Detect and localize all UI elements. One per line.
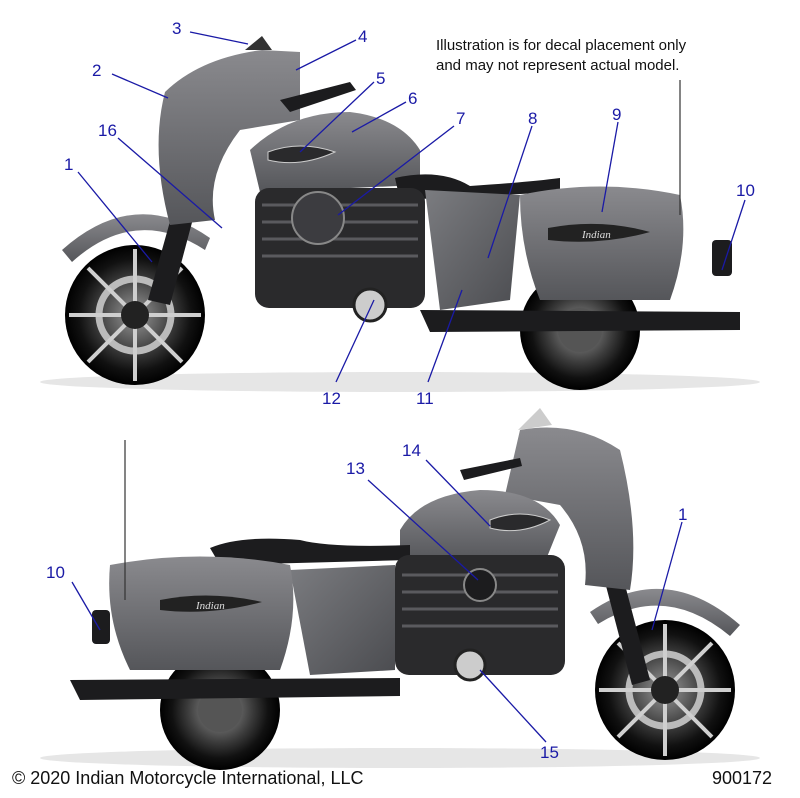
cylinder-emblem	[463, 568, 497, 602]
tail-light	[712, 240, 732, 276]
callout-label: 1	[64, 155, 73, 174]
saddlebag	[520, 186, 684, 300]
side-cover	[290, 565, 395, 675]
batwing-fairing	[505, 427, 634, 590]
batwing-fairing	[158, 50, 300, 225]
callout-label: 16	[98, 121, 117, 140]
seat	[210, 538, 410, 565]
exhaust-pipe	[70, 678, 400, 700]
tank-badge	[267, 145, 337, 164]
tank-badge	[489, 513, 552, 532]
air-cleaner	[291, 191, 345, 245]
primary-cover-emblem	[352, 287, 388, 323]
windshield	[245, 36, 272, 50]
motorcycle-side-right: Indian	[40, 408, 760, 770]
engine-block	[395, 555, 565, 675]
callout-label: 3	[172, 19, 181, 38]
callout-label: 6	[408, 89, 417, 108]
callout-label: 10	[736, 181, 755, 200]
saddlebag-script-logo: Indian	[195, 600, 225, 612]
callout-label: 9	[612, 105, 621, 124]
placement-notice: Illustration is for decal placement only…	[436, 36, 686, 76]
callout-label: 10	[46, 563, 65, 582]
callout-label: 15	[540, 743, 559, 762]
placement-notice-line-1: Illustration is for decal placement only	[436, 37, 687, 54]
callout-label: 12	[322, 389, 341, 408]
callout-label: 2	[92, 61, 101, 80]
callout-label: 7	[456, 109, 465, 128]
callout-leaders	[71, 31, 746, 743]
callout-label: 14	[402, 441, 421, 460]
windshield	[518, 408, 552, 430]
exhaust-pipe	[420, 310, 740, 332]
saddlebag	[109, 556, 294, 670]
saddlebag-badge	[548, 223, 650, 242]
crank-cover-emblem	[453, 648, 487, 682]
fuel-tank	[400, 490, 560, 562]
side-cover	[425, 190, 520, 310]
callout-label: 8	[528, 109, 537, 128]
saddlebag-script-logo: Indian	[581, 229, 611, 241]
handlebar	[280, 82, 356, 112]
callout-label: 13	[346, 459, 365, 478]
placement-notice-line-2: and may not represent actual model.	[436, 57, 680, 74]
motorcycle-side-left: Indian	[40, 36, 760, 392]
callout-label: 1	[678, 505, 687, 524]
callout-label: 4	[358, 27, 367, 46]
callout-label: 11	[416, 389, 434, 408]
callout-label: 5	[376, 69, 385, 88]
tail-light	[92, 610, 110, 644]
copyright-notice: © 2020 Indian Motorcycle International, …	[12, 768, 364, 788]
handlebar	[460, 458, 522, 480]
saddlebag-badge	[160, 595, 262, 612]
diagram-number: 900172	[712, 768, 773, 788]
callout-numbers: 1 2 3 4 5 6 7 8 9 10 11 12 16 13 14 15 1…	[46, 19, 755, 762]
